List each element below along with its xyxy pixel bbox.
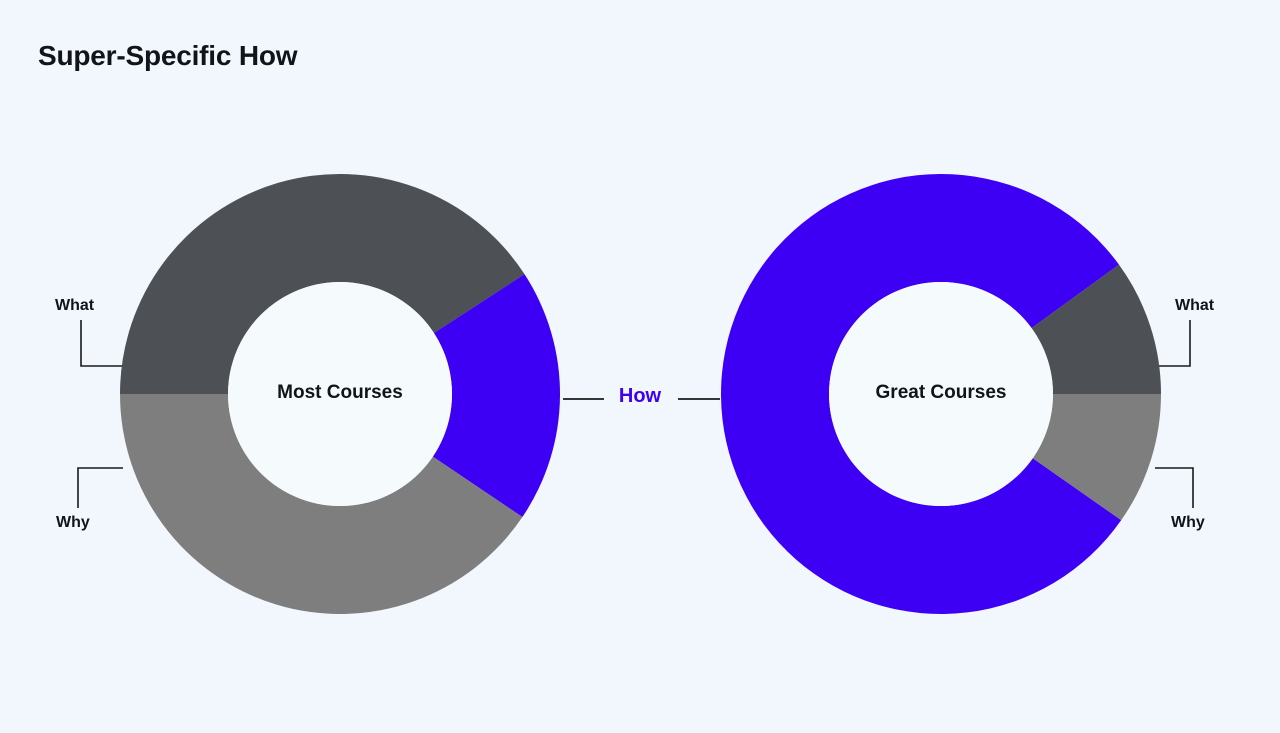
donut-segment-what[interactable] bbox=[1031, 264, 1161, 394]
donut-svg-most-courses bbox=[120, 174, 560, 614]
donut-segment-what[interactable] bbox=[120, 174, 525, 394]
donut-center-label-most-courses: Most Courses bbox=[277, 382, 403, 403]
donut-segments-great-courses bbox=[721, 174, 1161, 614]
leader-left-why bbox=[77, 467, 123, 508]
donut-segment-why[interactable] bbox=[120, 394, 523, 614]
donut-hole bbox=[228, 282, 452, 506]
segment-label-right-why: Why bbox=[1171, 514, 1205, 531]
donut-hole bbox=[829, 282, 1053, 506]
donut-segment-how[interactable] bbox=[432, 274, 560, 518]
donut-chart-great-courses: Great Courses bbox=[721, 174, 1161, 614]
leader-right-what bbox=[1157, 320, 1191, 367]
leader-left-what bbox=[80, 320, 122, 367]
page-title: Super-Specific How bbox=[38, 40, 298, 71]
center-link-label-how: How bbox=[618, 385, 662, 407]
donut-segment-how[interactable] bbox=[721, 174, 1122, 614]
donut-segments-most-courses bbox=[120, 174, 560, 614]
segment-label-left-why: Why bbox=[56, 514, 90, 531]
donut-svg-great-courses bbox=[721, 174, 1161, 614]
donut-segment-why[interactable] bbox=[1032, 394, 1161, 521]
donut-center-label-great-courses: Great Courses bbox=[875, 382, 1007, 403]
segment-label-right-what: What bbox=[1175, 297, 1215, 314]
segment-label-left-what: What bbox=[55, 297, 95, 314]
donut-chart-most-courses: Most Courses bbox=[120, 174, 560, 614]
